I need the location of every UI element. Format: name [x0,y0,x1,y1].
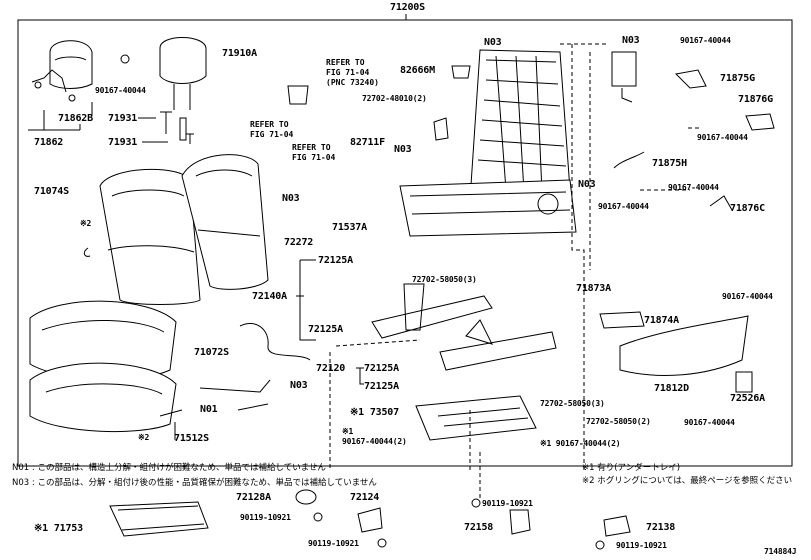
dashed-leaders [329,43,700,500]
part-label: 90167-40044 [722,292,773,301]
part-label: 71876G [738,94,773,105]
part-label: 72125A [318,255,353,266]
part-label: 71537A [332,222,367,233]
seatback-cover-drawing [99,154,269,305]
figure-reference: REFER TO FIG 71-04 (PNC 73240) [326,58,379,88]
part-label: 72124 [350,492,380,503]
reference-line: (PNC 73240) [326,78,379,87]
part-label: 72125A [364,363,399,374]
part-label: 71512S [174,433,209,444]
part-label: 90167-40044 [680,36,731,45]
part-label: 72526A [730,393,765,404]
part-label: 71875G [720,73,755,84]
seat-frame-drawing [399,49,577,237]
part-label: N01 [200,404,218,415]
note-n03: N03 : この部品は、分解・組付け後の性能・品質確保が困難なため、単品では補給… [12,478,377,488]
part-label: 90167-40044 [668,183,719,192]
bracket-drawings [287,51,775,211]
part-label: N03 [622,35,640,46]
part-label: 90167-40044 [697,133,748,142]
part-label: 82666M [400,65,435,76]
part-label: 71074S [34,186,69,197]
reference-line: FIG 71-04 [250,130,294,139]
part-label: ※2 [138,433,150,442]
part-label: 71862B [58,113,93,124]
part-label: N03 [484,37,502,48]
part-label: 72702-58050(3) [412,275,477,284]
part-label: 71931 [108,113,138,124]
reference-line: REFER TO [326,58,365,67]
part-label: 71931 [108,137,138,148]
assembly-number: 71200S [390,2,425,13]
part-label: 90167-40044 [598,202,649,211]
part-label: 71875H [652,158,687,169]
part-label: N03 [578,179,596,190]
seat-cushion-drawing [29,300,177,433]
part-label: 90167-40044 [95,86,146,95]
part-label: ※1 [342,427,354,436]
part-label: N03 [282,193,300,204]
part-label: N03 [290,380,308,391]
part-label: N03 [394,144,412,155]
part-label: 72702-58050(2) [586,417,651,426]
headrest-right-drawing [159,37,207,141]
part-label: 72120 [316,363,346,374]
note-mark1: ※1 有り(アンダートレイ) [582,463,681,473]
part-label: 90119-10921 [616,541,667,550]
bolt-drawings [120,54,194,144]
part-label: 90119-10921 [240,513,291,522]
reference-line: REFER TO [250,120,289,129]
part-label: 71874A [644,315,679,326]
part-label: 72140A [252,291,287,302]
reference-line: REFER TO [292,143,331,152]
side-cover-drawing [599,311,753,393]
part-label: 90167-40044(2) [342,437,407,446]
part-label: 71862 [34,137,64,148]
part-label: 72128A [236,492,271,503]
assembly-border [17,19,793,467]
part-label: ※1 71753 [34,523,83,534]
leader-lines [28,102,364,440]
part-label: 72158 [464,522,494,533]
part-label: 71873A [576,283,611,294]
note-mark2: ※2 ホグリングについては、最終ページを参照ください [582,476,793,486]
reference-line: FIG 71-04 [326,68,370,77]
wire-drawings [83,247,311,411]
part-label: 71876C [730,203,765,214]
part-label: 72702-48010(2) [362,94,427,103]
part-label: 90119-10921 [482,499,533,508]
part-label: ※1 73507 [350,407,399,418]
part-label: 71910A [222,48,257,59]
part-label: 90119-10921 [308,539,359,548]
figure-code: 714884J [764,547,797,556]
figure-reference: REFER TO FIG 71-04 [250,120,293,140]
figure-reference: REFER TO FIG 71-04 [292,143,335,163]
part-label: 72272 [284,237,314,248]
part-label: 82711F [350,137,385,148]
part-label: 72138 [646,522,676,533]
part-label: 71812D [654,383,689,394]
bottom-parts-drawing [109,489,631,550]
part-label: ※1 90167-40044(2) [540,439,621,448]
reference-line: FIG 71-04 [292,153,336,162]
part-label: 72702-58050(3) [540,399,605,408]
seat-track-drawing [371,283,557,441]
note-n01: N01 : この部品は、構造上分解・組付けが困難なため、単品では補給していません [12,463,326,473]
part-label: ※2 [80,219,92,228]
headrest-left-drawing [31,40,93,102]
part-label: 72125A [308,324,343,335]
part-label: 90167-40044 [684,418,735,427]
part-label: 72125A [364,381,399,392]
part-label: 71072S [194,347,229,358]
